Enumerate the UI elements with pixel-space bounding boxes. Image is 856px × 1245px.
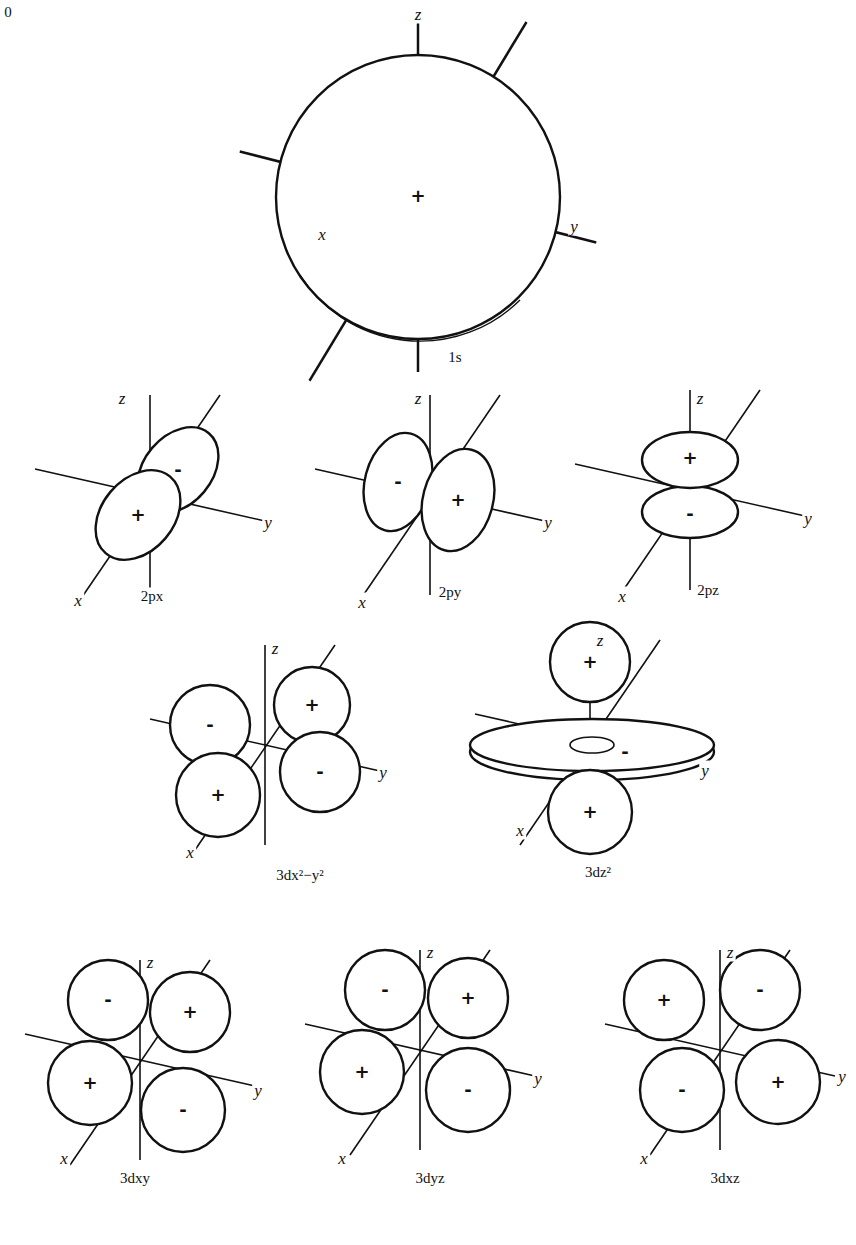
phase-sign: - xyxy=(379,980,390,1000)
axis-label: y xyxy=(836,1067,848,1086)
phase-sign: - xyxy=(684,504,695,524)
phase-sign: + xyxy=(580,652,599,672)
axis-label: y xyxy=(568,217,580,236)
phase-sign: - xyxy=(462,1080,473,1100)
axis-label: z xyxy=(117,389,128,408)
phase-sign: + xyxy=(448,490,467,510)
phase-sign: - xyxy=(676,1080,687,1100)
axis-label: y xyxy=(262,513,274,532)
axis-label: x xyxy=(58,1149,70,1168)
axis-label: y xyxy=(699,761,711,780)
axis-label: y xyxy=(542,513,554,532)
phase-sign: - xyxy=(314,762,325,782)
phase-sign: - xyxy=(172,460,183,480)
phase-sign: + xyxy=(654,990,673,1010)
phase-sign: + xyxy=(80,1073,99,1093)
phase-sign: + xyxy=(408,186,427,206)
phase-sign: - xyxy=(619,742,630,762)
axis-label: z xyxy=(270,639,281,658)
phase-sign: + xyxy=(128,505,147,525)
phase-sign: - xyxy=(754,980,765,1000)
phase-sign: - xyxy=(102,990,113,1010)
phase-sign: + xyxy=(458,988,477,1008)
phase-sign: - xyxy=(204,715,215,735)
axis-label: y xyxy=(252,1081,264,1100)
axis-label: x xyxy=(336,1149,348,1168)
orbital-name: 2px xyxy=(139,588,166,605)
axis-label: x xyxy=(514,821,526,840)
orbital-name: 3dxy xyxy=(118,1170,152,1187)
axis-label: z xyxy=(425,943,436,962)
orbital-name: 3dx²−y² xyxy=(274,867,325,884)
axis-label: x xyxy=(616,587,628,606)
orbital-name: 3dyz xyxy=(413,1170,446,1187)
phase-sign: - xyxy=(177,1100,188,1120)
axis-label: x xyxy=(638,1149,650,1168)
orbital-name: 2pz xyxy=(695,582,721,599)
axis-label: z xyxy=(695,389,706,408)
axis-label: x xyxy=(316,225,328,244)
phase-sign: + xyxy=(208,785,227,805)
axis-label: y xyxy=(377,763,389,782)
axis-label: z xyxy=(145,953,156,972)
axis-label: z xyxy=(413,5,424,24)
axis-label: x xyxy=(72,591,84,610)
phase-sign: + xyxy=(180,1002,199,1022)
axis-label: z xyxy=(413,389,424,408)
axis-label: z xyxy=(595,631,606,650)
axis-label: x xyxy=(356,593,368,612)
axis-label: y xyxy=(802,509,814,528)
orbital-name: 1s xyxy=(446,349,463,366)
axis-label: z xyxy=(725,943,736,962)
page-number: 0 xyxy=(2,4,14,21)
phase-sign: + xyxy=(352,1062,371,1082)
axis-label: y xyxy=(532,1069,544,1088)
axis-label: x xyxy=(184,843,196,862)
phase-sign: + xyxy=(580,802,599,822)
phase-sign: + xyxy=(768,1072,787,1092)
orbital-name: 2py xyxy=(437,584,464,601)
orbital-name: 3dxz xyxy=(708,1170,741,1187)
orbital-name: 3dz² xyxy=(583,864,613,881)
phase-sign: + xyxy=(302,695,321,715)
phase-sign: + xyxy=(680,448,699,468)
phase-sign: - xyxy=(392,472,403,492)
